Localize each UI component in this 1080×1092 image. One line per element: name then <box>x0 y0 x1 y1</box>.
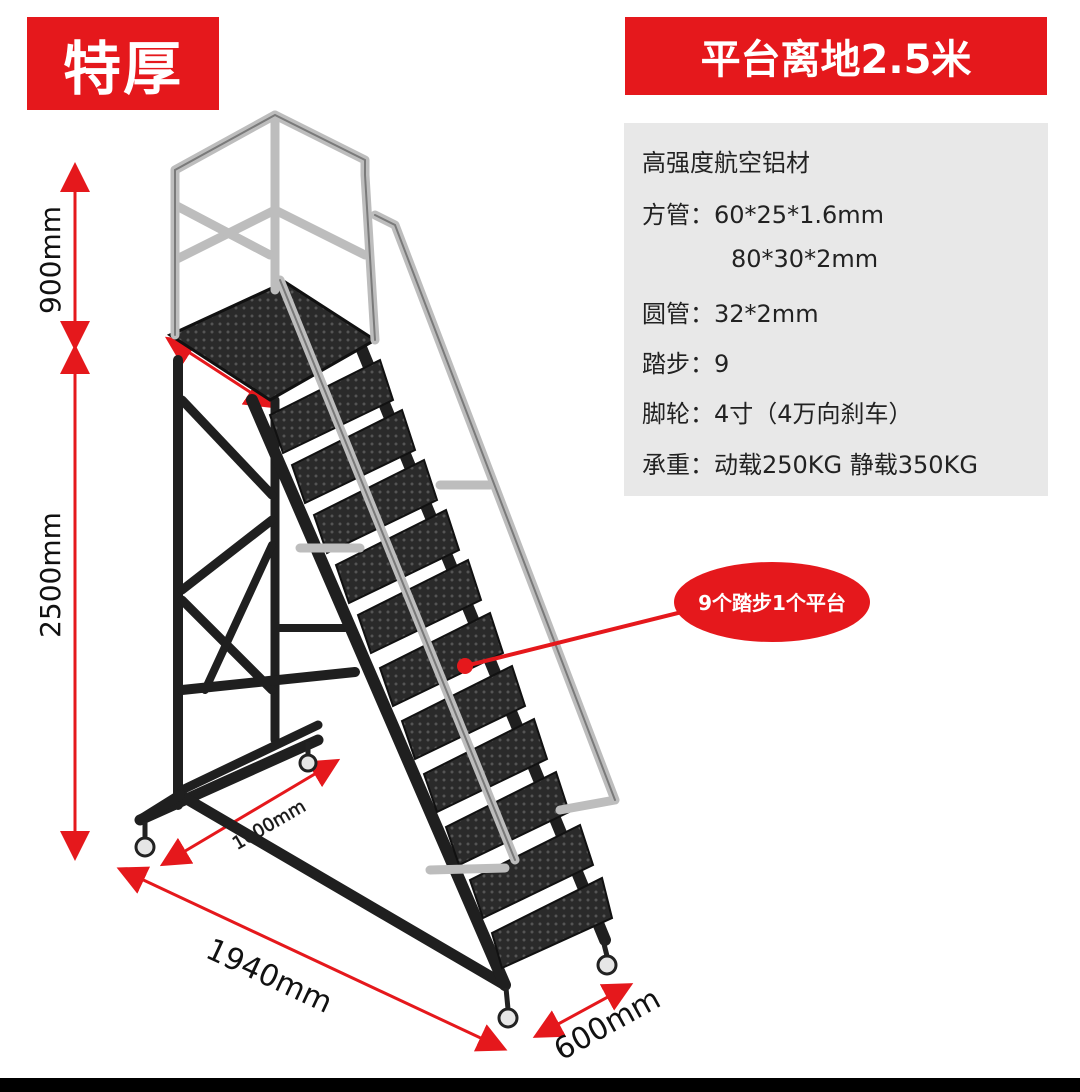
spec-load-value: 动载250KG 静载350KG <box>714 451 978 479</box>
dim-depth-label: 600mm <box>548 981 666 1068</box>
spec-load-label: 承重： <box>642 451 714 479</box>
caster-wheel-front-left <box>497 1007 519 1029</box>
spec-steps-label: 踏步： <box>642 350 714 378</box>
spec-square-tube-value-1: 60*25*1.6mm <box>714 201 885 229</box>
dim-guard-height-label: 900mm <box>34 206 67 314</box>
spec-wheels-value: 4寸（4万向刹车） <box>714 400 913 428</box>
platform-height-badge: 平台离地2.5米 <box>625 17 1047 95</box>
ladder-steps <box>268 358 614 970</box>
bottom-bar <box>0 1078 1080 1092</box>
dim-platform-height-label: 2500mm <box>34 512 67 638</box>
spec-square-tube-label: 方管： <box>642 201 714 229</box>
spec-wheels-label: 脚轮： <box>642 400 714 428</box>
dim-depth-line <box>532 983 634 1038</box>
dim-base-width-line <box>159 758 341 867</box>
spec-load: 承重：动载250KG 静载350KG <box>642 445 978 480</box>
callout-dot <box>457 658 473 674</box>
dim-length-label: 1940mm <box>201 932 338 1021</box>
caster-wheel-rear-right <box>298 753 318 773</box>
spec-panel: 高强度航空铝材 方管：60*25*1.6mm 80*30*2mm 圆管：32*2… <box>624 123 1048 496</box>
callout-bubble <box>674 562 870 642</box>
callout-text: 9个踏步1个平台 <box>698 591 846 615</box>
caster-wheel-front-right <box>596 954 618 976</box>
spec-round-tube-label: 圆管： <box>642 300 714 328</box>
spec-round-tube: 圆管：32*2mm <box>642 294 819 329</box>
thickness-badge: 特厚 <box>27 17 219 110</box>
spec-steps: 踏步：9 <box>642 344 729 379</box>
spec-wheels: 脚轮：4寸（4万向刹车） <box>642 394 913 429</box>
spec-steps-value: 9 <box>714 350 730 378</box>
spec-square-tube-value-2: 80*30*2mm <box>731 245 879 273</box>
caster-wheel-rear-left <box>134 836 156 858</box>
spec-material: 高强度航空铝材 <box>642 149 810 177</box>
dim-length-line <box>116 866 508 1052</box>
spec-round-tube-value: 32*2mm <box>714 300 819 328</box>
steps-callout: 9个踏步1个平台 <box>457 562 870 674</box>
spec-square-tube: 方管：60*25*1.6mm <box>642 195 884 230</box>
